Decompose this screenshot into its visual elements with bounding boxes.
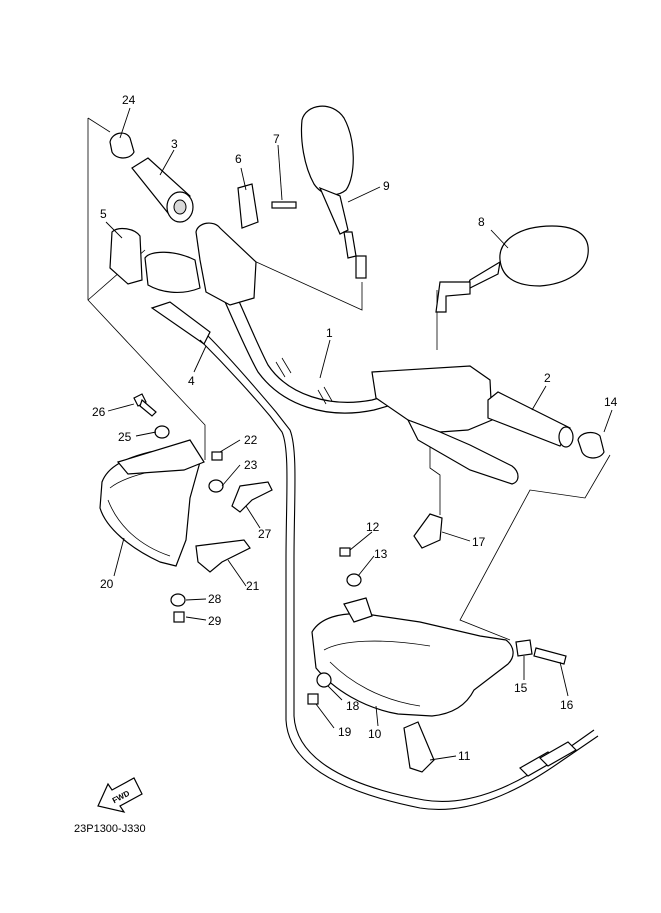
callout-10: 10 xyxy=(368,727,382,741)
fasteners xyxy=(133,201,567,705)
fwd-arrow-icon: FWD xyxy=(97,777,143,813)
guard-bracket-right-lower[interactable] xyxy=(403,721,435,773)
callout-14: 14 xyxy=(604,395,618,409)
left-grip[interactable] xyxy=(131,157,194,223)
leader-lines xyxy=(105,107,613,761)
callout-6: 6 xyxy=(235,152,242,166)
callout-9: 9 xyxy=(383,179,390,193)
callout-2: 2 xyxy=(544,371,551,385)
callout-29: 29 xyxy=(208,614,222,628)
callout-24: 24 xyxy=(122,93,136,107)
callout-25: 25 xyxy=(118,430,132,444)
left-handguard[interactable] xyxy=(99,439,205,567)
guard-clamp-right[interactable] xyxy=(413,513,443,549)
callout-22: 22 xyxy=(244,433,258,447)
grip-end-left[interactable] xyxy=(109,132,135,159)
guard-bracket-left[interactable] xyxy=(195,539,251,573)
callout-15: 15 xyxy=(514,681,528,695)
right-handguard[interactable] xyxy=(311,597,514,717)
callout-1: 1 xyxy=(326,326,333,340)
throttle-cable[interactable] xyxy=(150,301,599,810)
callout-19: 19 xyxy=(338,725,352,739)
callout-3: 3 xyxy=(171,137,178,151)
callout-11: 11 xyxy=(458,749,471,763)
callout-7: 7 xyxy=(273,132,280,146)
callout-17: 17 xyxy=(472,535,486,549)
throttle-housing[interactable] xyxy=(109,183,259,306)
callout-28: 28 xyxy=(208,592,222,606)
left-mirror[interactable] xyxy=(300,105,367,279)
callout-18: 18 xyxy=(346,699,360,713)
callout-8: 8 xyxy=(478,215,485,229)
callout-27: 27 xyxy=(258,527,272,541)
callout-20: 20 xyxy=(100,577,114,591)
callout-5: 5 xyxy=(100,207,107,221)
guard-bracket-upper[interactable] xyxy=(231,481,273,513)
callout-16: 16 xyxy=(560,698,574,712)
right-mirror[interactable] xyxy=(435,225,589,313)
grip-end-right[interactable] xyxy=(577,431,605,459)
callouts: 24 3 6 7 5 9 8 1 2 14 4 26 25 22 23 27 2… xyxy=(92,93,618,763)
right-grip[interactable] xyxy=(487,391,574,448)
callout-12: 12 xyxy=(366,520,380,534)
diagram-code: 23P1300-J330 xyxy=(74,823,146,835)
callout-21: 21 xyxy=(246,579,260,593)
group-outlines xyxy=(87,117,611,641)
right-lever-assembly[interactable] xyxy=(371,365,519,485)
callout-26: 26 xyxy=(92,405,106,419)
callout-13: 13 xyxy=(374,547,388,561)
callout-23: 23 xyxy=(244,458,258,472)
callout-4: 4 xyxy=(188,374,195,388)
